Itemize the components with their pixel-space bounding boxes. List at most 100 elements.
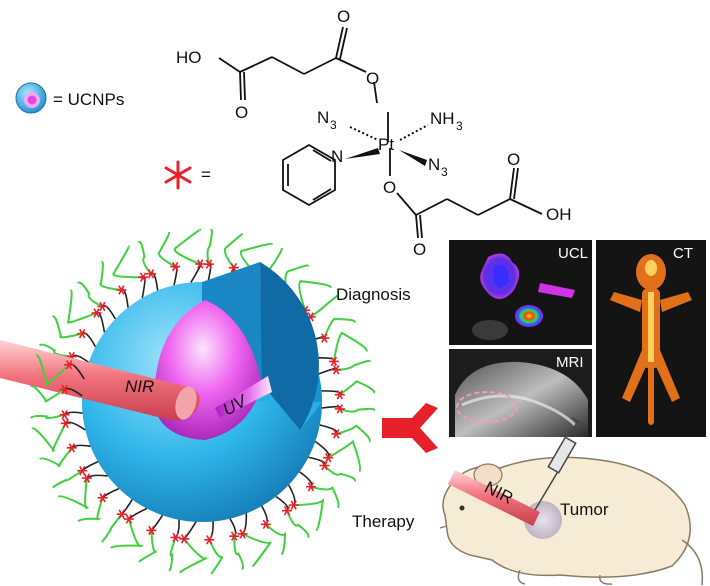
ligand-strand [57,473,108,510]
surface-ligand-strands-front [29,354,376,575]
ligand-strand [237,513,272,568]
svg-text:N: N [428,155,440,174]
svg-text:3: 3 [456,119,463,133]
ligand-strand [203,228,214,283]
ucl-label: UCL [558,245,588,262]
drug-asterisk-marker [237,529,248,539]
drug-asterisk-marker [328,356,339,367]
drug-asterisk-marker [97,301,108,312]
svg-text:N: N [317,108,329,127]
ligand-strand [31,418,86,452]
svg-text:NH: NH [430,109,455,128]
ligand-strand [137,240,159,291]
ligand-strand [168,519,181,572]
drug-asterisk-marker [59,384,70,395]
svg-text:O: O [413,240,426,259]
ligand-strand [308,456,357,482]
ligand-strand [287,484,325,532]
drug-asterisk-marker [66,443,77,453]
svg-text:O: O [337,7,350,26]
ligand-strand [66,289,106,333]
drug-asterisk-marker [334,389,345,400]
pt-prodrug-structure [218,26,543,239]
svg-text:HO: HO [176,48,202,67]
ligand-strand [29,384,83,403]
tumor-label: Tumor [560,500,609,519]
ligand-strand [35,354,85,387]
diagnosis-label: Diagnosis [336,285,411,304]
ligand-strand [39,443,91,467]
ligand-strand [30,410,83,420]
ct-label: CT [673,245,693,262]
nir-beam-label: NIR [125,377,154,396]
svg-text:O: O [235,103,248,122]
drug-asterisk-marker [116,285,127,295]
ligand-strand [77,281,117,320]
drug-asterisk-marker [170,261,181,272]
ucl-image [449,240,592,345]
ucnp-legend-icon [15,82,47,114]
mri-image [449,349,592,437]
ligand-strand [204,521,224,575]
drug-asterisk-marker [204,535,215,545]
ligand-strand [77,487,120,523]
drug-asterisk-marker [282,505,293,516]
ligand-strand [110,507,148,549]
drug-asterisk-marker [203,259,214,269]
drug-asterisk-marker [91,308,102,318]
ct-image [596,240,706,437]
ligand-strand [157,231,181,286]
drug-asterisk-icon [164,160,192,190]
drug-asterisk-marker [146,525,157,536]
svg-text:N: N [331,147,343,166]
drug-legend-label: = [201,165,211,184]
svg-text:3: 3 [330,118,337,132]
drug-asterisk-marker [77,328,88,339]
syringe-icon [534,417,585,511]
drug-asterisk-marker [170,532,181,543]
svg-text:3: 3 [441,165,448,179]
drug-asterisk-marker [323,452,334,463]
drug-asterisk-marker [81,473,92,483]
pt-wedge-bonds [345,124,429,166]
svg-text:O: O [383,178,396,197]
bracket-connector [382,403,438,453]
drug-asterisk-marker [305,482,316,492]
ligand-strand [138,514,164,563]
ligand-strand [99,261,129,308]
drug-asterisk-marker [319,460,330,471]
svg-text:O: O [366,69,379,88]
drug-asterisk-marker [260,519,271,530]
drug-asterisk-marker [59,410,70,420]
drug-asterisk-marker [60,418,71,429]
drug-asterisk-marker [334,404,345,414]
ligand-strand [319,424,371,443]
mri-label: MRI [556,354,584,371]
ligand-strand [173,228,206,283]
svg-text:O: O [507,150,520,169]
ligand-strand [321,380,376,400]
drug-asterisk-marker [123,514,134,524]
therapy-nir-beam [448,470,540,526]
drug-asterisk-marker [229,531,240,541]
ligand-strand [318,359,371,375]
drug-asterisk-marker [146,269,157,279]
nir-beam [0,340,200,421]
ligand-strand [321,404,376,414]
svg-text:Pt: Pt [378,135,394,154]
ligand-strand [314,439,362,473]
drug-asterisk-marker [138,272,149,282]
drug-asterisk-marker [64,360,75,370]
ligand-strand [112,245,149,299]
molecule-atoms: HO O O O N 3 Pt NH 3 N N 3 O O O OH [176,7,572,259]
svg-text:OH: OH [546,205,572,224]
ligand-strand [313,331,368,367]
drug-asterisk-marker [331,365,342,375]
ligand-strand [229,518,245,570]
ligand-strand [52,461,99,489]
ligand-strand [260,505,287,556]
drug-asterisk-marker [116,509,127,519]
drug-asterisk-marker [195,259,206,269]
drug-asterisk-marker [179,534,190,544]
